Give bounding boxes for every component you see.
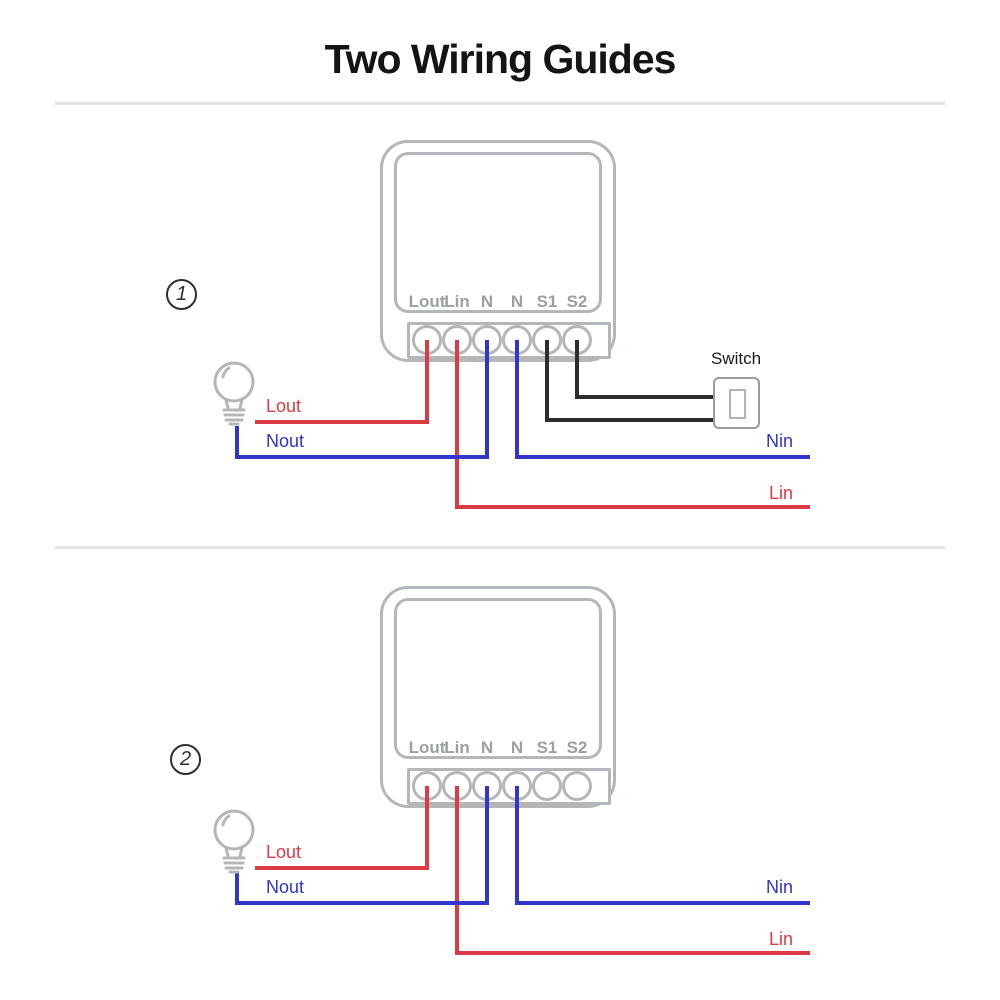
wire-lout-vertical [425,786,429,870]
wire-lout-horizontal [255,866,429,870]
label-nin: Nin [765,431,793,451]
wire-s2-horizontal [575,395,713,399]
terminal-label-s1: S1 [536,738,558,757]
terminal-circle-s1 [532,771,562,801]
label-lin: Lin [768,483,793,503]
terminal-circle-s2 [562,771,592,801]
wire-lin-horizontal [455,951,810,955]
diagram-2-number-badge: 2 [170,744,201,775]
wire-lout-vertical [425,340,429,424]
terminal-label-s2: S2 [566,738,588,757]
module-inner-panel [394,598,602,759]
page-title: Two Wiring Guides [324,36,677,82]
wire-nin-horizontal [515,901,810,905]
switch-label: Switch [710,349,762,368]
wire-nout-vertical [485,786,489,905]
wire-bulb-neutral-drop [235,426,239,459]
wire-s2-vertical [575,340,579,399]
divider-top [55,102,945,105]
terminal-label-n2: N [510,738,524,757]
wire-s1-horizontal [545,418,713,422]
wire-nout-horizontal [235,901,489,905]
label-nout: Nout [266,431,305,451]
wire-nout-vertical [485,340,489,459]
terminal-label-lout: Lout [408,292,446,311]
label-nin: Nin [765,877,793,897]
terminal-label-n1: N [480,738,494,757]
light-bulb-icon [210,358,258,434]
diagram-1-number-badge: 1 [166,279,197,310]
terminal-label-lin: Lin [444,292,470,311]
label-lout: Lout [266,396,302,416]
terminal-label-s1: S1 [536,292,558,311]
module-inner-panel [394,152,602,313]
light-bulb-icon [210,806,258,882]
terminal-label-n1: N [480,292,494,311]
wall-switch [713,377,760,429]
wire-lin-vertical [455,340,459,509]
wire-nin-vertical [515,340,519,459]
terminal-label-lin: Lin [444,738,470,757]
terminal-label-s2: S2 [566,292,588,311]
wire-lin-horizontal [455,505,810,509]
diagram-1-number: 1 [175,283,188,305]
wire-s1-vertical [545,340,549,422]
wire-nout-horizontal [235,455,489,459]
wire-nin-vertical [515,786,519,905]
diagram-2-number: 2 [179,748,192,770]
terminal-label-n2: N [510,292,524,311]
wire-lout-horizontal [255,420,429,424]
terminal-label-lout: Lout [408,738,446,757]
label-nout: Nout [266,877,305,897]
divider-middle [55,546,945,549]
switch-rocker [729,389,746,419]
label-lout: Lout [266,842,302,862]
wire-lin-vertical [455,786,459,955]
wire-nin-horizontal [515,455,810,459]
wire-bulb-neutral-drop [235,872,239,905]
label-lin: Lin [768,929,793,949]
